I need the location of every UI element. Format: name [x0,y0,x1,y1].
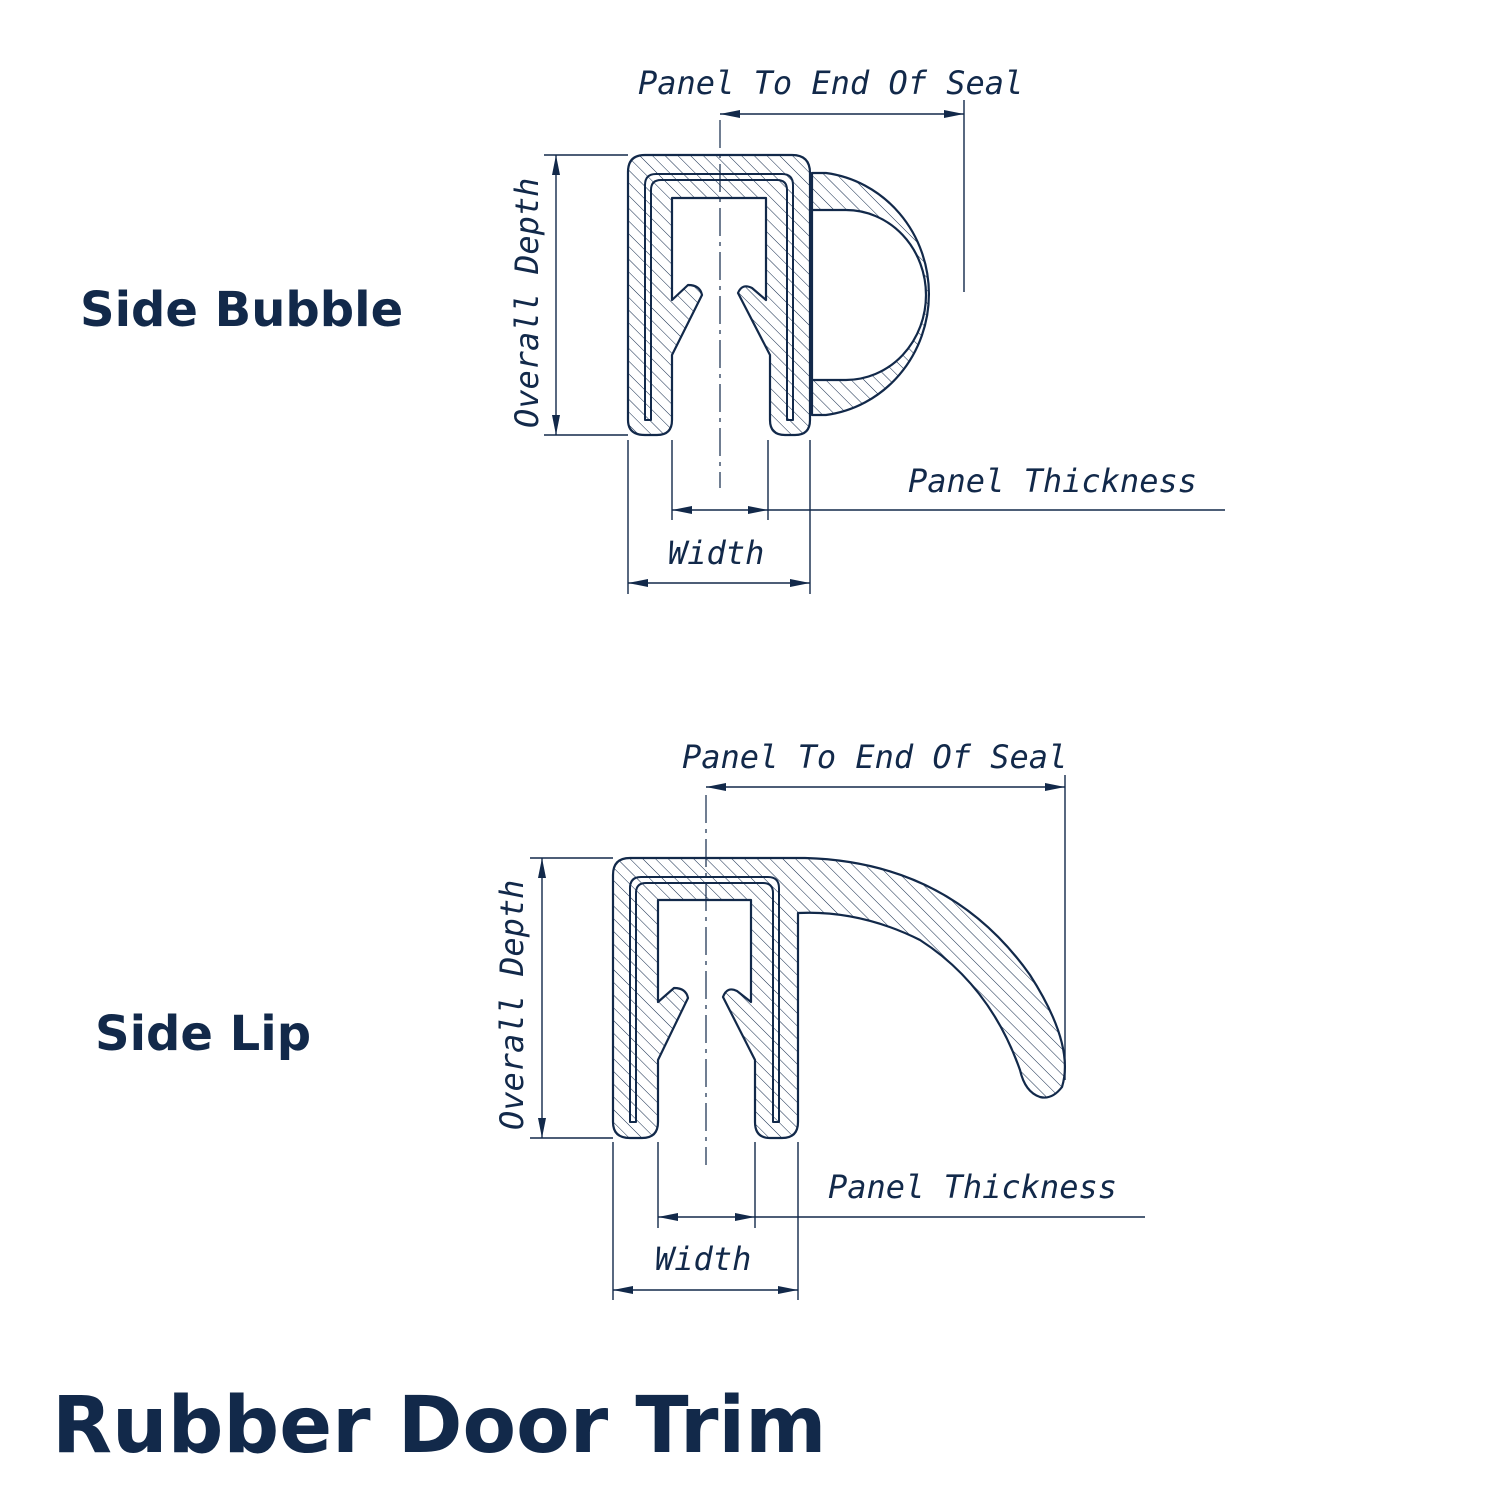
lip-width-label: Width [655,1240,751,1278]
side-lip-label: Side Lip [95,1006,311,1062]
side-bubble-profile: Side Bubble Panel To End Of Seal Overall… [80,64,1225,594]
bubble-width-arrow-right [790,579,810,587]
bubble-steel-insert [644,173,794,421]
page-title: Rubber Door Trim [52,1381,826,1471]
side-lip-profile: Side Lip Panel To End Of Seal Overall De… [95,738,1145,1300]
lip-thickness-arrow-left [658,1213,678,1221]
bubble-depth-arrow-top [552,155,560,175]
lip-depth-arrow-top [538,858,546,878]
bubble-thickness-arrow-right [748,506,768,514]
lip-panel-to-end-label: Panel To End Of Seal [682,738,1067,776]
bubble-panel-to-end-arrow-right [944,110,964,118]
lip-seal-body [611,856,1066,1140]
bubble-seal [810,171,930,417]
lip-width-arrow-left [613,1286,633,1294]
lip-width-arrow-right [778,1286,798,1294]
bubble-width-label: Width [668,534,764,572]
lip-panel-to-end-arrow-left [706,783,726,791]
lip-depth-arrow-bottom [538,1118,546,1138]
side-bubble-label: Side Bubble [80,282,403,338]
bubble-thickness-arrow-left [672,506,692,514]
lip-thickness-arrow-right [735,1213,755,1221]
bubble-depth-label: Overall Depth [508,178,546,428]
bubble-width-arrow-left [628,579,648,587]
bubble-depth-arrow-bottom [552,415,560,435]
lip-depth-label: Overall Depth [493,880,531,1130]
lip-steel-insert [629,876,780,1123]
bubble-channel-body [626,153,812,437]
bubble-panel-to-end-label: Panel To End Of Seal [638,64,1023,102]
bubble-thickness-label: Panel Thickness [908,462,1197,500]
bubble-panel-to-end-arrow-left [720,110,740,118]
lip-thickness-label: Panel Thickness [828,1168,1117,1206]
lip-panel-to-end-arrow-right [1045,783,1065,791]
